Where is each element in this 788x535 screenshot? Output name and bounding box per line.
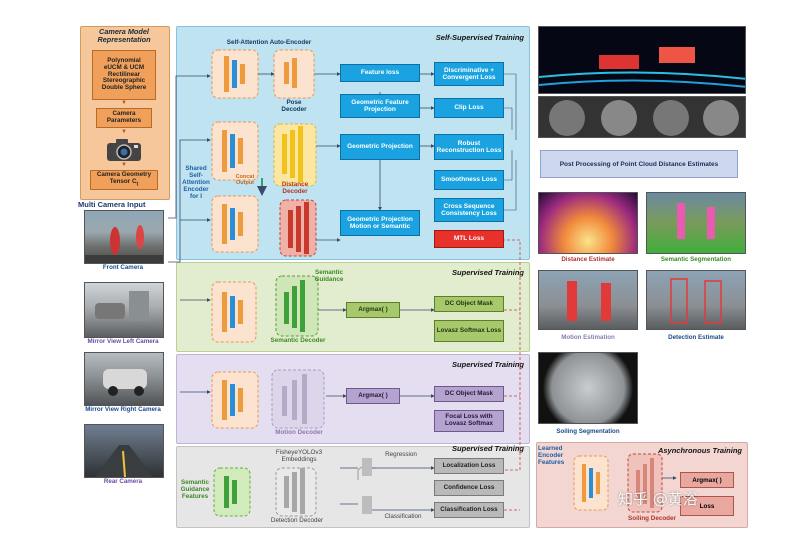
embeddings-label: FisheyeYOLOv3 Embeddings: [275, 449, 323, 463]
detection-title: Supervised Training: [452, 444, 524, 453]
robust-reconstruction-loss-box: Robust Reconstruction Loss: [434, 134, 504, 160]
detection-estimate-image: [646, 270, 746, 330]
soiling-decoder-label: Soiling Decoder: [628, 515, 676, 522]
async-argmax-box: Argmax( ): [680, 472, 734, 488]
semantic-argmax-box: Argmax( ): [346, 302, 400, 318]
mirror-left-label: Mirror View Left Camera: [87, 338, 159, 345]
motion-estimation-image: [538, 270, 638, 330]
rear-camera-label: Rear Camera: [103, 478, 143, 485]
camera-parameters-box: Camera Parameters: [96, 108, 152, 128]
mtl-loss-box: MTL Loss: [434, 230, 504, 248]
motion-argmax-box: Argmax( ): [346, 388, 400, 404]
localization-loss-box: Localization Loss: [434, 458, 504, 474]
geometric-projection-motion-box: Geometric Projection Motion or Semantic: [340, 210, 420, 236]
semantic-dc-mask-box: DC Object Mask: [434, 296, 504, 312]
camera-icon: [106, 138, 142, 162]
focal-loss-box: Focal Loss with Lovasz Softmax: [434, 410, 504, 432]
classification-label: Classification: [384, 513, 422, 520]
camera-models-list: Polynomial eUCM & UCM Rectilinear Stereo…: [92, 50, 156, 100]
arrow-down-icon: ▼: [121, 100, 127, 106]
point-cloud-image: [538, 26, 746, 94]
motion-dc-mask-box: DC Object Mask: [434, 386, 504, 402]
motion-decoder-label: Motion Decoder: [275, 429, 323, 436]
semantic-decoder-label: Semantic Decoder: [270, 337, 326, 344]
motion-title: Supervised Training: [452, 360, 524, 369]
geometric-feature-projection-box: Geometric Feature Projection: [340, 94, 420, 118]
cross-sequence-loss-box: Cross Sequence Consistency Loss: [434, 198, 504, 222]
guidance-features-label: Semantic Guidance Features: [180, 479, 210, 500]
post-processing-box: Post Processing of Point Cloud Distance …: [540, 150, 738, 178]
shared-encoder-label: Shared Self-Attention Encoder for I: [182, 165, 210, 200]
feature-loss-box: Feature loss: [340, 64, 420, 82]
regression-label: Regression: [385, 451, 417, 458]
camera-geometry-tensor: Camera Geometry Tensor Ct: [90, 170, 158, 190]
autoencoder-title: Self-Attention Auto-Encoder: [226, 39, 312, 46]
geometric-projection-box: Geometric Projection: [340, 134, 420, 160]
motion-estimation-label: Motion Estimation: [561, 334, 615, 341]
mirror-right-label: Mirror View Right Camera: [85, 406, 161, 413]
tensor-label: Camera Geometry Tensor Ct: [96, 171, 152, 188]
distance-estimate-image: [538, 192, 638, 254]
front-camera-label: Front Camera: [102, 264, 144, 271]
fisheye-strip-image: [538, 96, 746, 138]
watermark: 知乎 @黄浴: [618, 490, 698, 508]
distance-estimate-label: Distance Estimate: [561, 256, 615, 263]
concat-output-label: Concat Output: [235, 174, 255, 187]
detection-estimate-label: Detection Estimate: [668, 334, 724, 341]
clip-loss-box: Clip Loss: [434, 98, 504, 118]
multi-camera-title: Multi Camera Input: [78, 200, 146, 209]
tensor-subscript: t: [136, 181, 139, 188]
soiling-network: [573, 453, 677, 513]
smoothness-loss-box: Smoothness Loss: [434, 170, 504, 190]
semantic-title: Supervised Training: [452, 268, 524, 277]
soiling-segmentation-label: Soiling Segmentation: [556, 428, 620, 435]
rear-camera-image: [84, 424, 164, 478]
mirror-left-image: [84, 282, 164, 338]
async-title: Asynchronous Training: [657, 446, 742, 455]
mirror-right-image: [84, 352, 164, 406]
front-camera-image: [84, 210, 164, 264]
async-loss-box: Loss: [680, 496, 734, 516]
camera-model-title: Camera Model Representation: [97, 27, 151, 45]
semantic-segmentation-image: [646, 192, 746, 254]
detection-decoder-label: Detection Decoder: [270, 517, 324, 524]
semantic-guidance-label: Semantic Guidance: [314, 269, 344, 283]
learned-features-label: Learned Encoder Features: [538, 445, 565, 466]
self-supervised-title: Self-Supervised Training: [435, 33, 524, 42]
soiling-segmentation-image: [538, 352, 638, 424]
arrow-down-icon: ▼: [121, 129, 127, 135]
semantic-segmentation-label: Semantic Segmentation: [660, 256, 732, 263]
classification-loss-box: Classification Loss: [434, 502, 504, 518]
confidence-loss-box: Confidence Loss: [434, 480, 504, 496]
pose-decoder-label: Pose Decoder: [281, 99, 307, 113]
discriminative-loss-box: Discriminative + Convergent Loss: [434, 62, 504, 86]
arrow-down-icon: ▼: [121, 162, 127, 168]
distance-decoder-label: Distance Decoder: [281, 181, 309, 195]
lovasz-softmax-box: Lovasz Softmax Loss: [434, 320, 504, 342]
